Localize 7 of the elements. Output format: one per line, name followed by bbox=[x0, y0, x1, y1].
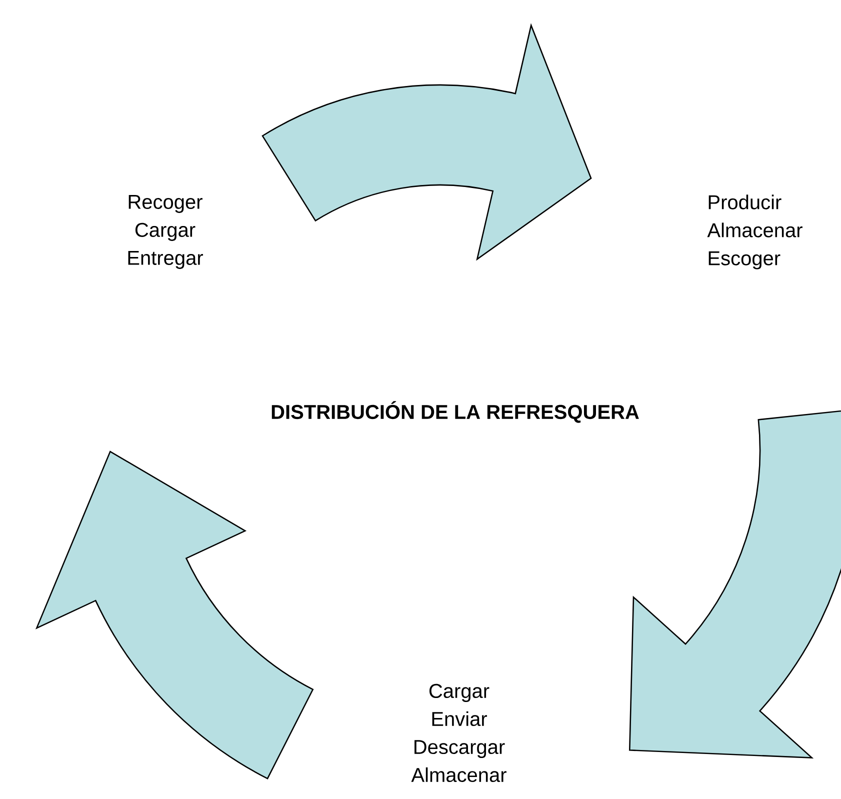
title: DISTRIBUCIÓN DE LA REFRESQUERA bbox=[272, 401, 639, 423]
curved-block-arrow bbox=[36, 450, 314, 780]
curved-block-arrow bbox=[628, 408, 841, 758]
step-text: Cargar Enviar Descargar Almacenar bbox=[411, 684, 506, 782]
step-text: Producir Almacenar Escoger bbox=[707, 194, 802, 270]
step-text: Recoger Cargar Entregar bbox=[128, 195, 203, 269]
curved-block-arrow bbox=[262, 24, 592, 260]
